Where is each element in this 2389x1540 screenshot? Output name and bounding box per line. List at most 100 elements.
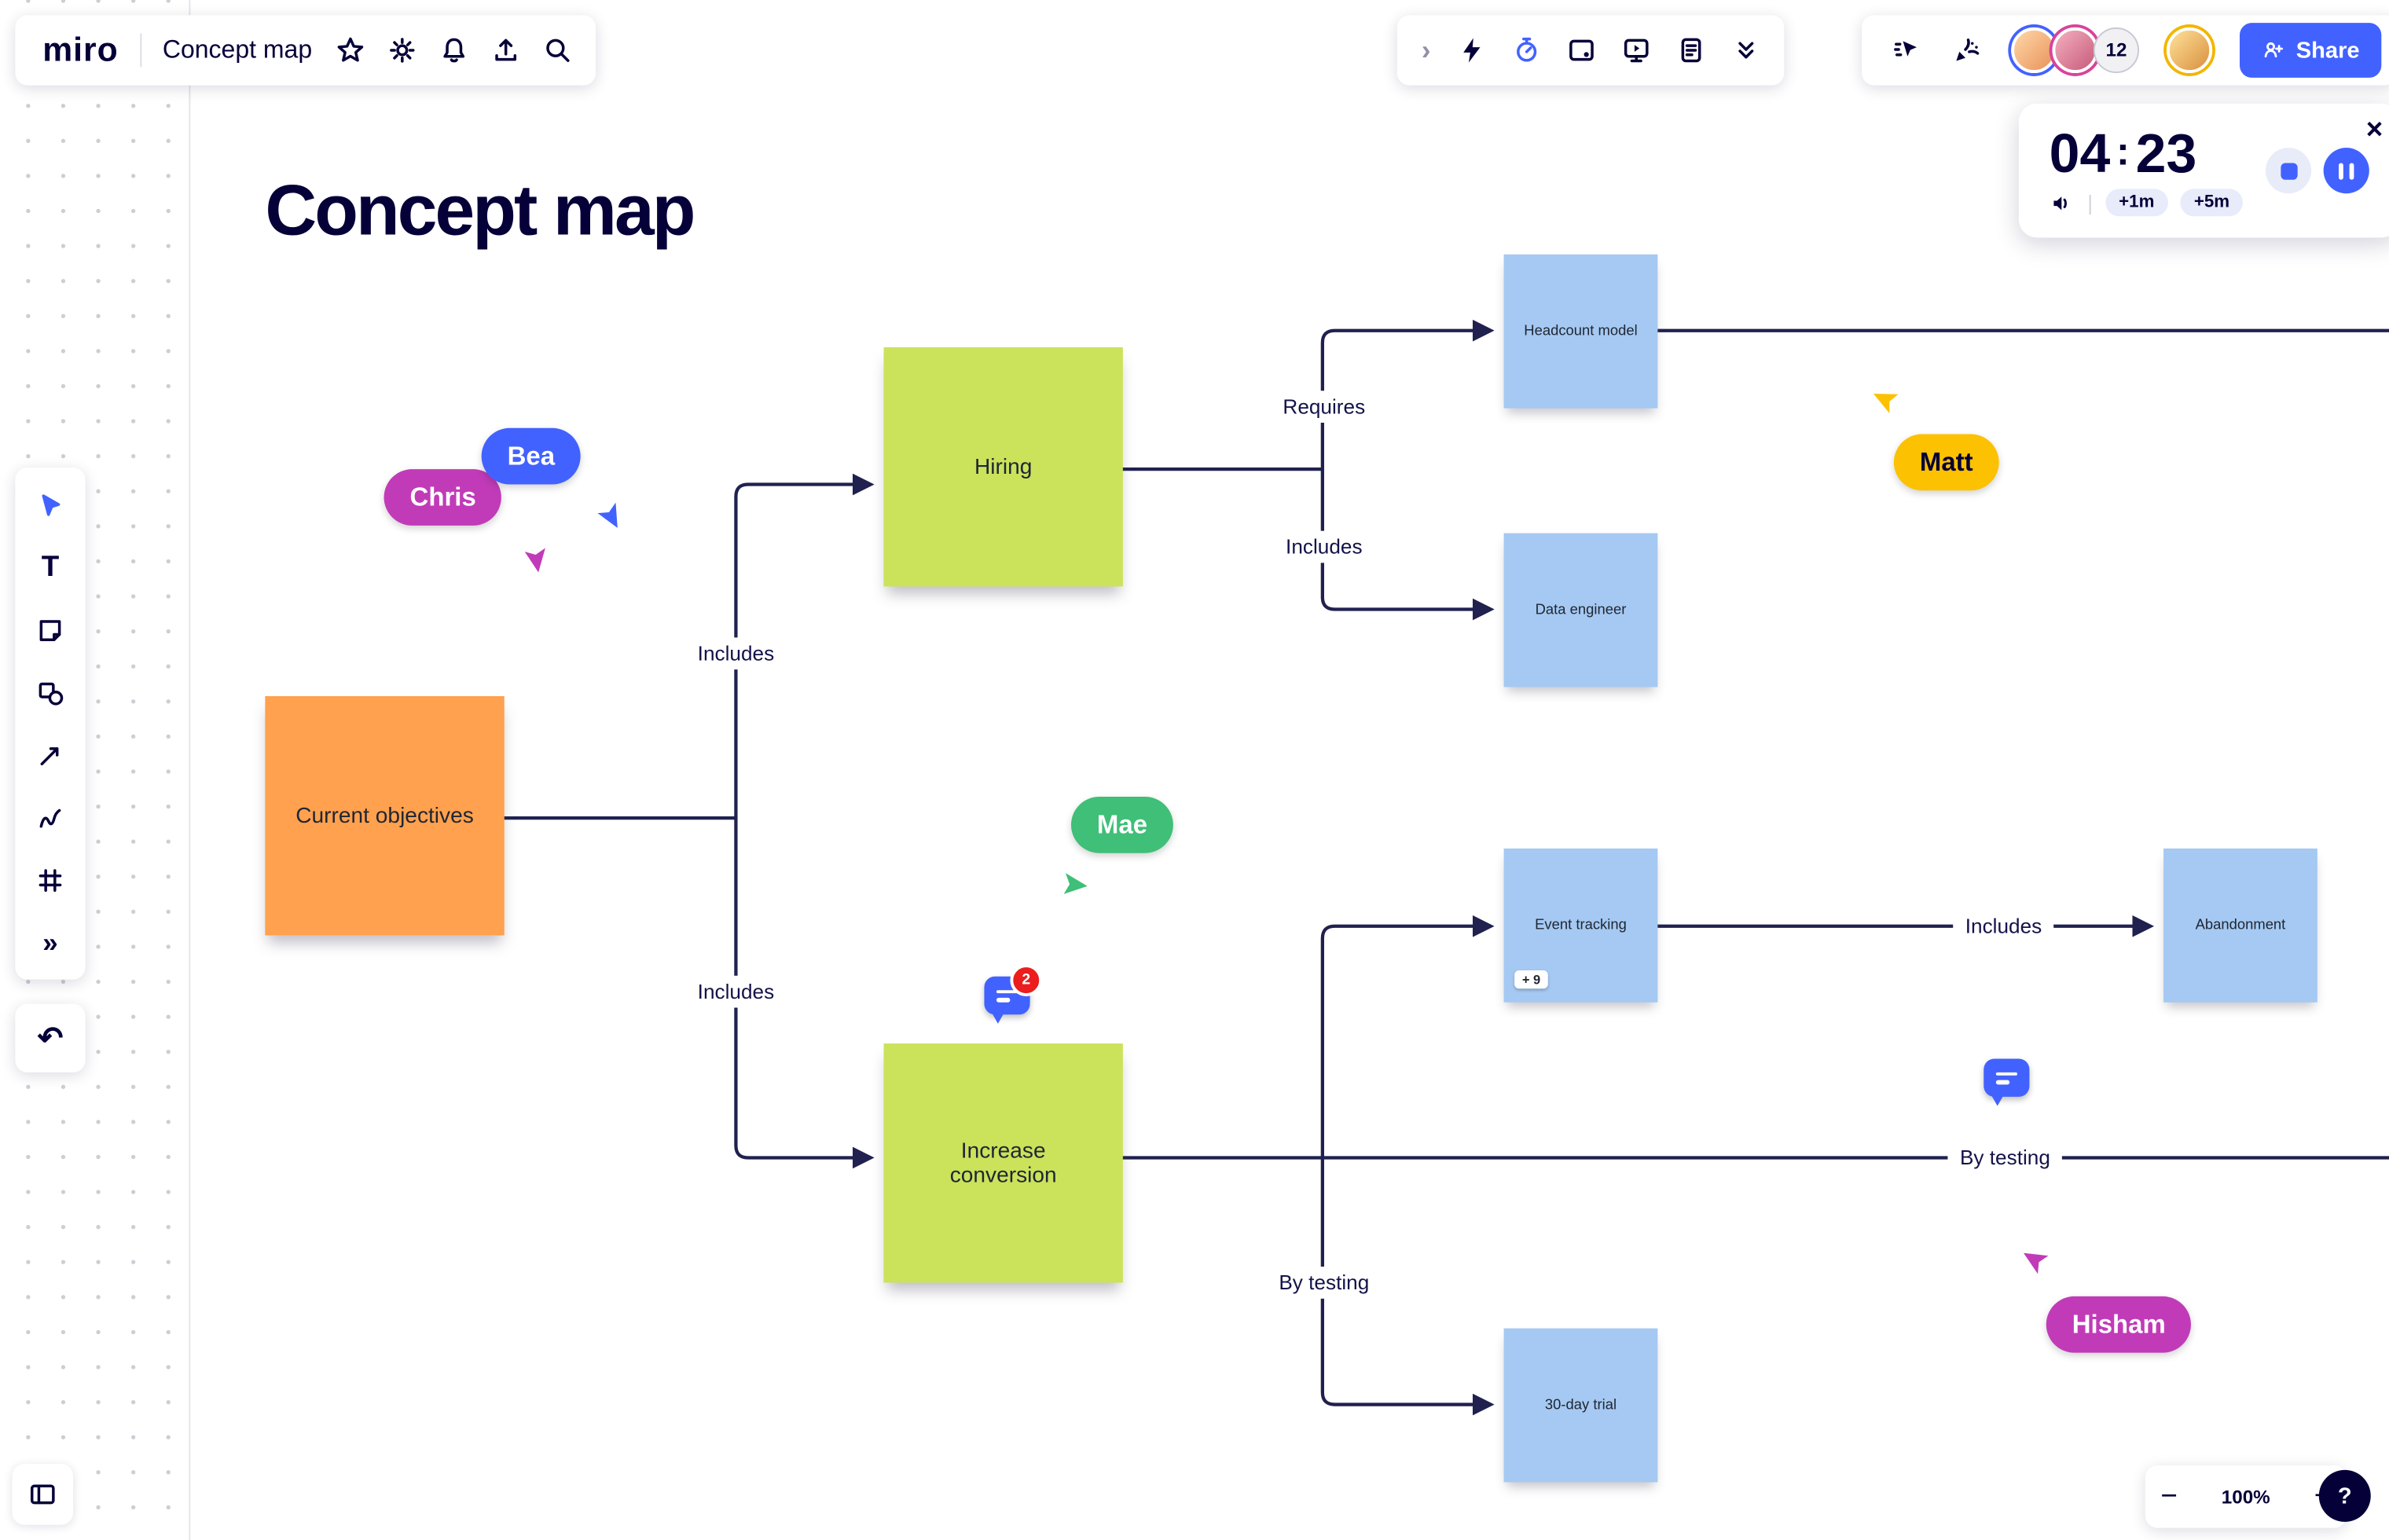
favorite-star-button[interactable] — [325, 24, 376, 76]
follow-cursors-button[interactable] — [1880, 24, 1932, 76]
edge-objectives-conversion — [734, 816, 875, 1169]
card-text: Abandonment — [2195, 917, 2286, 934]
card-data-engineer[interactable]: Data engineer — [1503, 533, 1658, 688]
edge-conversion-eventtracking — [1320, 915, 1495, 1160]
timer-add-1m-button[interactable]: +1m — [2105, 189, 2168, 217]
timer-minutes: 04 — [2049, 122, 2111, 185]
collaborator-count-badge[interactable]: 12 — [2093, 27, 2140, 74]
divider — [139, 33, 141, 68]
edge-label-by-testing[interactable]: By testing — [1266, 1267, 1382, 1299]
frame-grid-icon — [39, 868, 62, 891]
notifications-button[interactable] — [428, 24, 479, 76]
card-30-day-trial[interactable]: 30-day trial — [1503, 1328, 1658, 1483]
reactions-button[interactable] — [1941, 24, 1993, 76]
comment-thread[interactable] — [1983, 1058, 2030, 1106]
help-button[interactable]: ? — [2318, 1469, 2371, 1522]
edge-label-requires[interactable]: Requires — [1270, 390, 1378, 424]
collapse-toolbar-button[interactable]: › — [1409, 24, 1443, 76]
sticky-hiring[interactable]: Hiring — [883, 347, 1123, 587]
comment-count-badge: 2 — [1010, 964, 1043, 996]
card-text: Event tracking — [1535, 917, 1627, 934]
select-cursor-icon — [42, 493, 61, 515]
comment-line-decor — [1995, 1071, 2017, 1076]
present-button[interactable] — [1610, 24, 1662, 76]
frame-title[interactable]: Concept map — [265, 169, 695, 250]
pause-icon — [2349, 162, 2354, 179]
timer-close-button[interactable]: × — [2365, 114, 2383, 147]
timer-tool-button[interactable] — [1501, 24, 1553, 76]
upload-icon — [494, 38, 516, 61]
miro-logo[interactable]: miro — [42, 30, 119, 69]
text-tool-button[interactable]: T — [15, 536, 85, 598]
timer-controls-row: | +1m +5m — [2019, 186, 2389, 217]
collaborator-avatar[interactable] — [2011, 27, 2057, 74]
timer-pause-button[interactable] — [2323, 148, 2369, 194]
frame-tool-button[interactable] — [15, 849, 85, 911]
card-headcount-model[interactable]: Headcount model — [1503, 254, 1658, 409]
collaborator-cursor-mae — [1059, 868, 1093, 898]
more-tools-button[interactable] — [1720, 24, 1772, 76]
double-chevron-right-icon: » — [42, 926, 58, 958]
more-tools-button[interactable]: » — [15, 911, 85, 973]
sticky-note-icon — [39, 619, 61, 641]
edge-hiring-headcount — [1320, 319, 1495, 471]
timer-stop-button[interactable] — [2265, 148, 2312, 194]
card-text: Data engineer — [1535, 601, 1627, 619]
panel-icon — [30, 1484, 55, 1505]
edge-label-includes[interactable]: Includes — [685, 975, 787, 1008]
timer-icon — [1517, 37, 1537, 62]
creation-toolbar: T » — [15, 468, 86, 980]
collaborator-cursor-bea — [591, 496, 620, 533]
timer-add-5m-button[interactable]: +5m — [2180, 189, 2244, 217]
person-add-icon — [2264, 42, 2284, 58]
edge-label-includes[interactable]: Includes — [1273, 530, 1375, 563]
edge-label-includes[interactable]: Includes — [1953, 910, 2054, 943]
frames-button[interactable] — [1555, 24, 1607, 76]
zoom-level[interactable]: 100% — [2221, 1486, 2270, 1508]
sticky-note-tool-button[interactable] — [15, 599, 85, 661]
collaboration-bar: 12 Share — [1862, 15, 2389, 86]
gear-icon — [389, 38, 415, 63]
undo-button[interactable]: ↶ — [37, 1021, 64, 1055]
card-text: 30-day trial — [1544, 1396, 1617, 1414]
share-button[interactable]: Share — [2240, 23, 2381, 78]
select-tool-button[interactable] — [15, 474, 85, 536]
card-abandonment[interactable]: Abandonment — [2163, 848, 2317, 1003]
search-button[interactable] — [531, 24, 583, 76]
comment-line-decor — [996, 997, 1011, 1002]
card-tag-count[interactable]: + 9 — [1514, 970, 1548, 989]
edge-conversion-trial — [1320, 1156, 1495, 1416]
edge-label-by-testing[interactable]: By testing — [1947, 1142, 2063, 1174]
pen-icon — [39, 808, 61, 827]
timer-seconds: 23 — [2135, 122, 2197, 185]
divider: | — [2087, 190, 2094, 215]
shapes-tool-button[interactable] — [15, 661, 85, 723]
pen-tool-button[interactable] — [15, 786, 85, 848]
timer-display: 04 : 23 — [2019, 104, 2389, 186]
speaker-icon[interactable] — [2050, 189, 2075, 215]
export-button[interactable] — [479, 24, 531, 76]
settings-button[interactable] — [376, 24, 428, 76]
card-event-tracking[interactable]: Event tracking + 9 — [1503, 848, 1658, 1003]
comment-thread[interactable]: 2 — [984, 964, 1043, 1024]
edge-objectives-hiring — [734, 473, 875, 820]
sticky-current-objectives[interactable]: Current objectives — [265, 696, 505, 936]
bell-icon — [443, 38, 464, 63]
connector-tool-button[interactable] — [15, 724, 85, 786]
sticky-text: Hiring — [974, 454, 1033, 479]
board-header-bar: miro Concept map — [15, 15, 596, 86]
timer-colon: : — [2116, 126, 2130, 174]
collaborator-pill-bea: Bea — [481, 427, 582, 485]
current-user-avatar[interactable] — [2166, 27, 2213, 74]
automation-button[interactable] — [1446, 24, 1498, 76]
lightning-icon — [1463, 38, 1481, 63]
sticky-increase-conversion[interactable]: Increase conversion — [883, 1043, 1123, 1283]
collaborator-cursor-chris — [519, 542, 549, 578]
side-panel-toggle-button[interactable] — [12, 1464, 74, 1525]
collaborator-avatar[interactable] — [2052, 27, 2098, 74]
notes-button[interactable] — [1665, 24, 1717, 76]
board-title[interactable]: Concept map — [162, 35, 313, 64]
edge-label-includes[interactable]: Includes — [685, 637, 787, 670]
zoom-out-button[interactable]: − — [2160, 1480, 2178, 1513]
